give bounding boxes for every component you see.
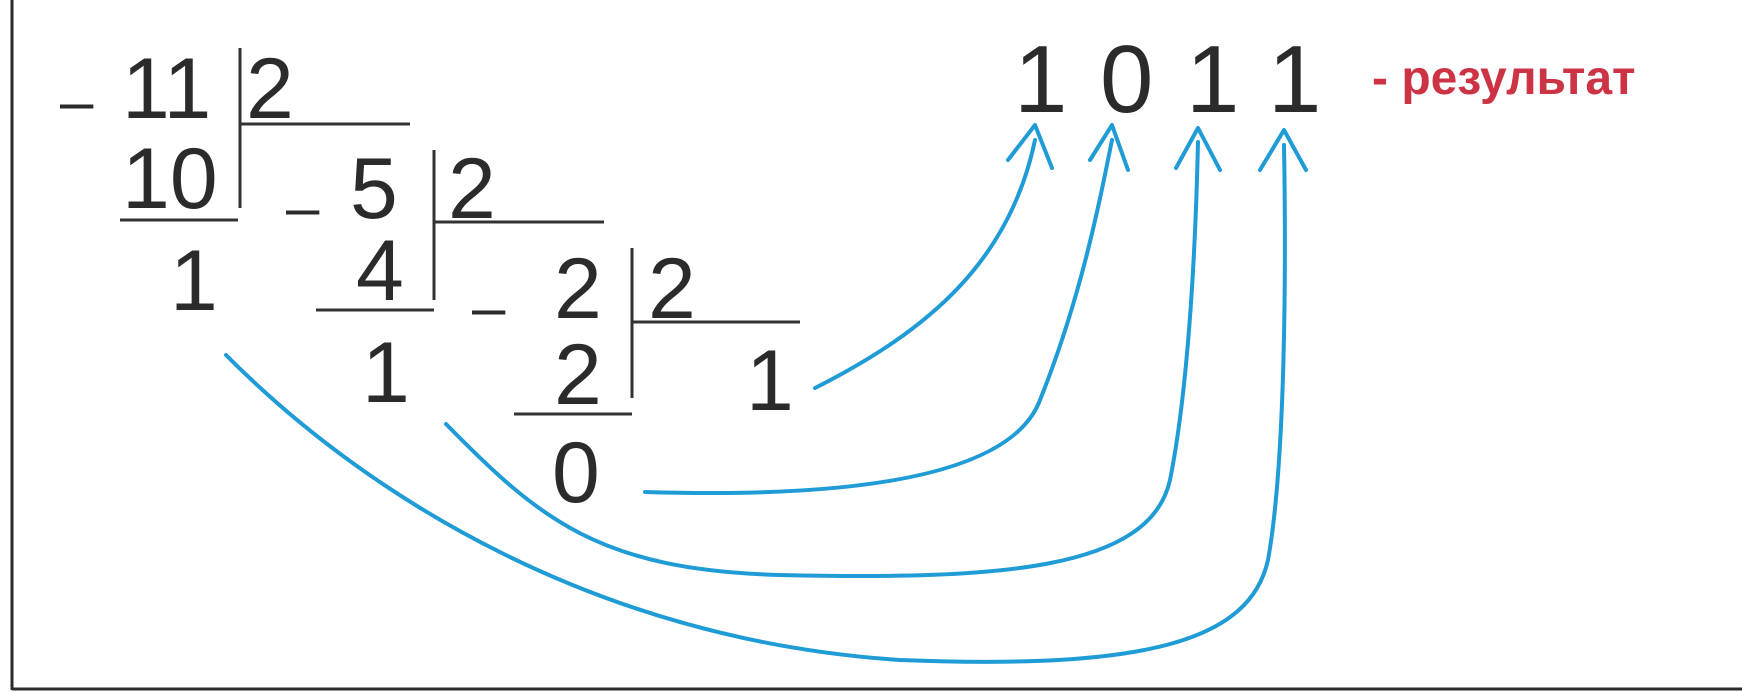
step1-subtrahend: 10 <box>122 131 218 227</box>
result-digit-1: 1 <box>1014 26 1067 133</box>
step3-subtrahend: 2 <box>554 327 602 423</box>
step3-remainder: 0 <box>552 425 600 521</box>
result-digit-3: 1 <box>1186 26 1239 133</box>
step1-dividend: 11 <box>122 41 211 137</box>
step1-divisor: 2 <box>246 41 294 137</box>
step2-dividend: 5 <box>350 141 398 237</box>
arrow-head-digit-1 <box>1006 123 1054 170</box>
arrow-head-digit-4 <box>1258 128 1308 172</box>
division-step-3: – 2 2 2 0 1 <box>472 241 800 521</box>
result-row: 1 0 1 1 - результат <box>1014 26 1636 133</box>
arrows <box>224 123 1308 664</box>
arrow-quotient-to-digit-1 <box>813 138 1037 390</box>
arrow-head-digit-3 <box>1174 126 1222 172</box>
step2-minus-sign: – <box>286 174 320 241</box>
step3-dividend: 2 <box>554 241 602 337</box>
arrow-remainder-step2-to-digit-3 <box>444 140 1200 579</box>
arrow-head-digit-2 <box>1088 123 1130 172</box>
step2-remainder: 1 <box>362 325 410 421</box>
step3-minus-sign: – <box>472 274 506 341</box>
step2-subtrahend: 4 <box>356 223 404 319</box>
result-label: - результат <box>1372 52 1636 105</box>
step1-remainder: 1 <box>170 233 218 329</box>
division-step-1: – 11 2 10 1 <box>60 41 410 329</box>
step3-quotient: 1 <box>746 333 794 429</box>
result-digit-2: 0 <box>1100 26 1153 133</box>
division-step-2: – 5 2 4 1 <box>286 141 604 421</box>
arrow-remainder-step1-to-digit-4 <box>224 143 1287 664</box>
arrow-remainder-0-to-digit-2 <box>643 138 1114 496</box>
result-digit-4: 1 <box>1268 26 1321 133</box>
step1-minus-sign: – <box>60 68 94 135</box>
